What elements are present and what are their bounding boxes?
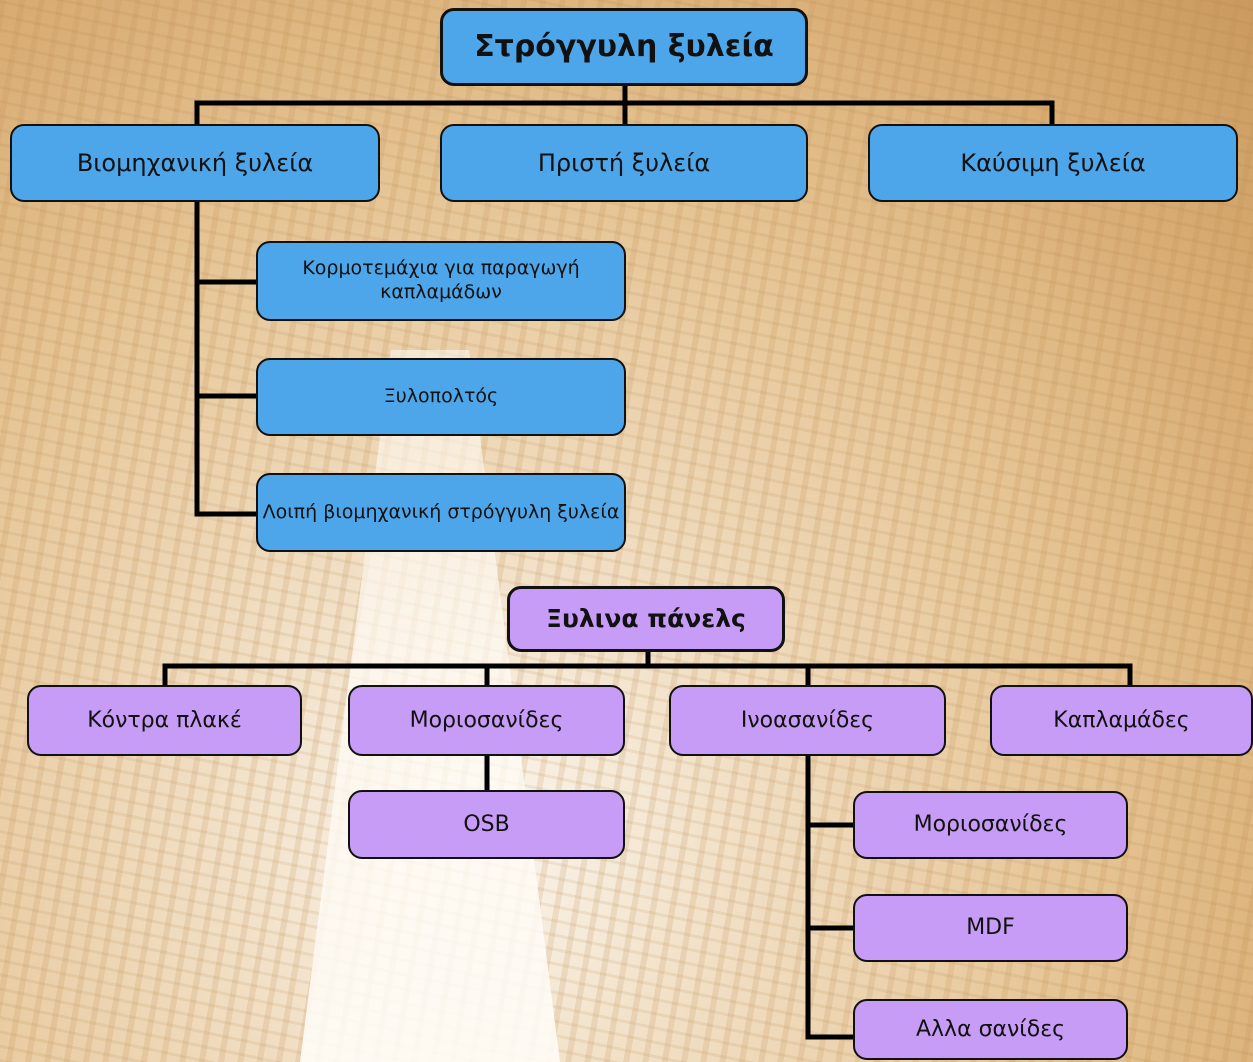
- roundwood-root-node: Στρόγγυλη ξυλεία: [440, 8, 808, 86]
- osb-node: OSB: [348, 790, 625, 859]
- mdf-node: MDF: [853, 894, 1128, 962]
- veneer-logs-node: Κορμοτεμάχια για παραγωγή καπλαμάδων: [256, 241, 626, 321]
- sawn-wood-node: Πριστή ξυλεία: [440, 124, 808, 202]
- plywood-node: Κόντρα πλακέ: [27, 685, 302, 756]
- fuel-wood-node: Καύσιμη ξυλεία: [868, 124, 1238, 202]
- industrial-wood-node: Βιομηχανική ξυλεία: [10, 124, 380, 202]
- other-boards-node: Αλλα σανίδες: [853, 999, 1128, 1060]
- veneer-sheets-node: Καπλαμάδες: [990, 685, 1253, 756]
- particleboard-node: Μοριοσανίδες: [348, 685, 625, 756]
- fibreboard-node: Ινοασανίδες: [669, 685, 946, 756]
- fibreboard-particleboard-node: Μοριοσανίδες: [853, 791, 1128, 859]
- wood-panels-root-node: Ξυλινα πάνελς: [507, 586, 785, 652]
- other-industrial-roundwood-node: Λοιπή βιομηχανική στρόγγυλη ξυλεία: [256, 473, 626, 552]
- pulpwood-node: Ξυλοπολτός: [256, 358, 626, 436]
